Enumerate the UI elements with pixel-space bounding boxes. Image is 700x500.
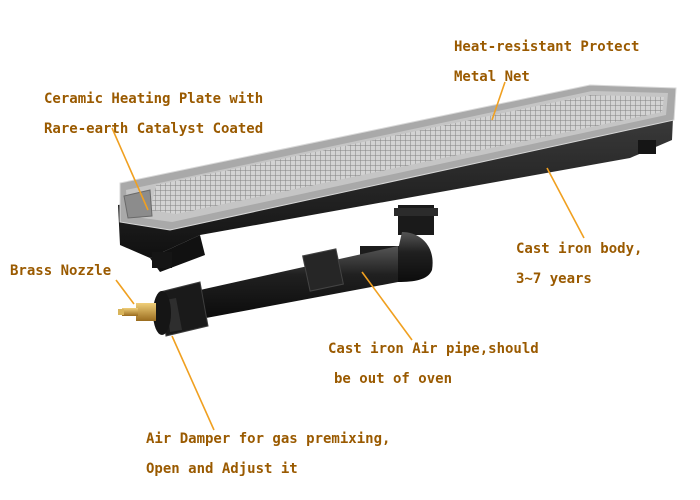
cast-iron-body-leader — [546, 167, 585, 239]
cast-iron-body — [118, 118, 673, 272]
air-damper — [153, 281, 209, 337]
air-damper-label-line2: Open and Adjust it — [146, 461, 298, 477]
cast-iron-body-label-line1: Cast iron body, — [516, 241, 643, 257]
ceramic-plate-label: Ceramic Heating Plate with Rare-earth Ca… — [44, 84, 263, 144]
ceramic-plate-leader — [111, 127, 149, 211]
brass-nozzle-leader — [115, 279, 135, 305]
air-pipe-label: Cast iron Air pipe,should be out of oven — [328, 334, 539, 394]
brass-nozzle-label-line1: Brass Nozzle — [10, 263, 112, 279]
cast-iron-air-pipe — [200, 205, 438, 318]
metal-net-label-line1: Heat-resistant Protect — [454, 39, 640, 55]
metal-net — [150, 95, 664, 214]
brass-nozzle-label: Brass Nozzle — [10, 256, 111, 286]
air-damper-label: Air Damper for gas premixing, Open and A… — [146, 424, 390, 484]
ceramic-plate-label-line1: Ceramic Heating Plate with — [44, 91, 264, 107]
pipe-coupling — [302, 248, 344, 292]
air-damper-label-line1: Air Damper for gas premixing, — [146, 431, 391, 447]
brass-nozzle — [118, 303, 156, 321]
cast-iron-body-label-line2: 3~7 years — [516, 271, 592, 287]
rear-foot — [638, 140, 656, 154]
metal-net-label-line2: Metal Net — [454, 69, 530, 85]
metal-net-leader — [491, 81, 506, 121]
air-pipe-label-line1: Cast iron Air pipe,should — [328, 341, 539, 357]
cast-iron-body-label: Cast iron body, 3~7 years — [516, 234, 642, 294]
air-damper-leader — [171, 335, 215, 431]
metal-net-label: Heat-resistant Protect Metal Net — [454, 32, 639, 92]
ceramic-plate-label-line2: Rare-earth Catalyst Coated — [44, 121, 264, 137]
air-pipe-label-line2: be out of oven — [334, 371, 453, 387]
air-pipe-leader — [361, 271, 413, 341]
front-foot — [152, 252, 172, 268]
ceramic-heating-plate — [123, 189, 153, 219]
